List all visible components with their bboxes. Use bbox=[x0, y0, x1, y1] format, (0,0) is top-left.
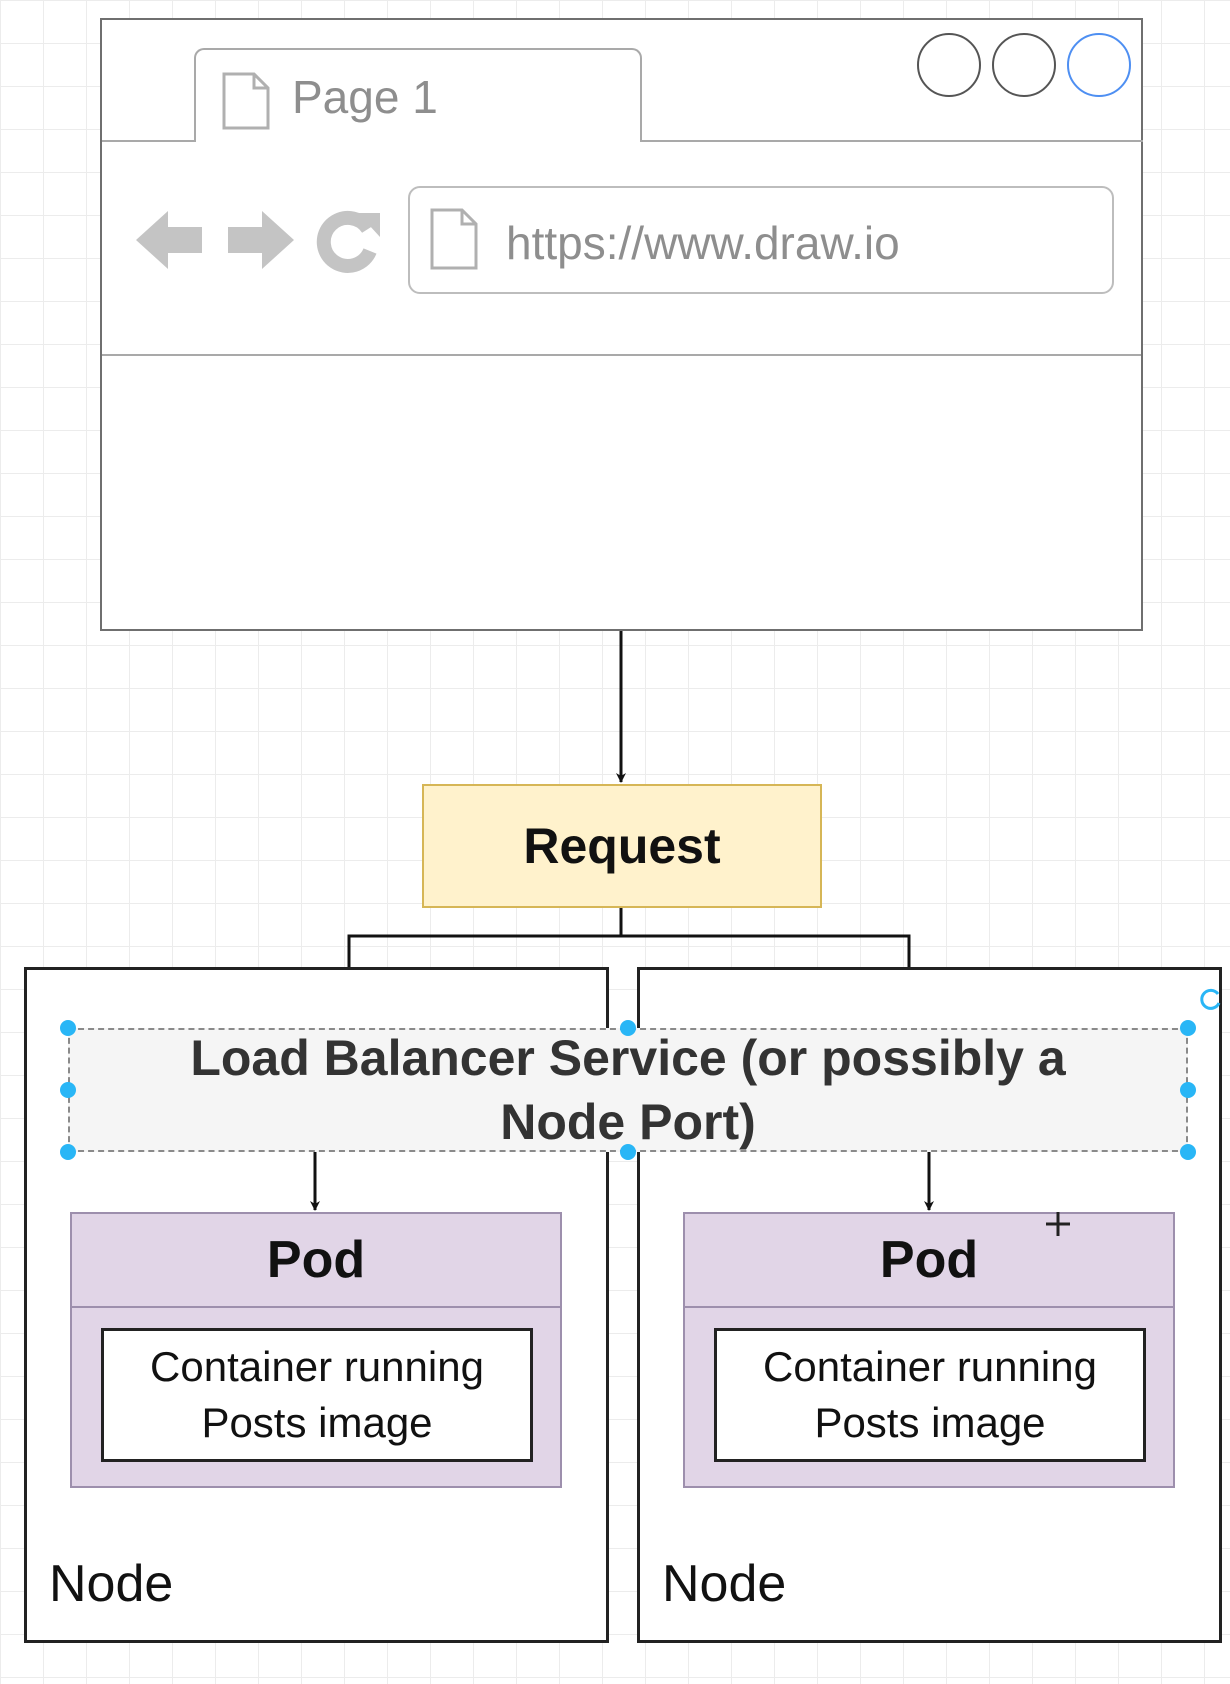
selection-handle[interactable] bbox=[1180, 1020, 1196, 1036]
address-bar[interactable]: https://www.draw.io bbox=[408, 186, 1114, 294]
selection-handle[interactable] bbox=[620, 1144, 636, 1160]
pod-right[interactable]: Pod Container running Posts image bbox=[683, 1212, 1175, 1488]
window-circle-icon[interactable] bbox=[917, 33, 981, 97]
selection-handle[interactable] bbox=[60, 1020, 76, 1036]
load-balancer-label-line: Load Balancer Service (or possibly a bbox=[190, 1030, 1066, 1086]
container-text-line: Posts image bbox=[201, 1399, 433, 1446]
selection-handle[interactable] bbox=[60, 1082, 76, 1098]
node-label: Node bbox=[662, 1555, 787, 1613]
load-balancer-box[interactable]: Load Balancer Service (or possibly a Nod… bbox=[68, 1028, 1188, 1152]
pod-title: Pod bbox=[72, 1214, 560, 1308]
selection-handle[interactable] bbox=[1180, 1144, 1196, 1160]
page-icon bbox=[222, 72, 270, 130]
load-balancer-label-line: Node Port) bbox=[500, 1094, 756, 1150]
rotate-handle-icon[interactable] bbox=[1198, 986, 1224, 1012]
tab-label: Page 1 bbox=[292, 71, 438, 123]
container-text-line: Posts image bbox=[814, 1399, 1046, 1446]
page-icon bbox=[430, 208, 478, 270]
container-text-line: Container running bbox=[763, 1343, 1097, 1390]
node-label: Node bbox=[49, 1555, 174, 1613]
container-box[interactable]: Container running Posts image bbox=[714, 1328, 1146, 1462]
tab-baseline-right bbox=[640, 140, 1143, 142]
pod-title: Pod bbox=[685, 1214, 1173, 1308]
tab-baseline-left bbox=[102, 140, 194, 142]
browser-content-separator bbox=[102, 354, 1141, 356]
container-box[interactable]: Container running Posts image bbox=[101, 1328, 533, 1462]
pod-left[interactable]: Pod Container running Posts image bbox=[70, 1212, 562, 1488]
window-circle-icon[interactable] bbox=[992, 33, 1056, 97]
window-circle-icon[interactable] bbox=[1067, 33, 1131, 97]
container-text-line: Container running bbox=[150, 1343, 484, 1390]
browser-mockup[interactable]: Page 1 https://www.draw.io bbox=[100, 18, 1143, 631]
selection-handle[interactable] bbox=[1180, 1082, 1196, 1098]
selection-handle[interactable] bbox=[620, 1020, 636, 1036]
reload-icon[interactable] bbox=[316, 207, 382, 273]
request-box[interactable]: Request bbox=[422, 784, 822, 908]
url-text: https://www.draw.io bbox=[506, 217, 900, 269]
forward-arrow-icon[interactable] bbox=[226, 207, 296, 273]
request-label: Request bbox=[523, 818, 721, 874]
selection-handle[interactable] bbox=[60, 1144, 76, 1160]
browser-tab[interactable]: Page 1 bbox=[194, 48, 642, 142]
back-arrow-icon[interactable] bbox=[134, 207, 204, 273]
